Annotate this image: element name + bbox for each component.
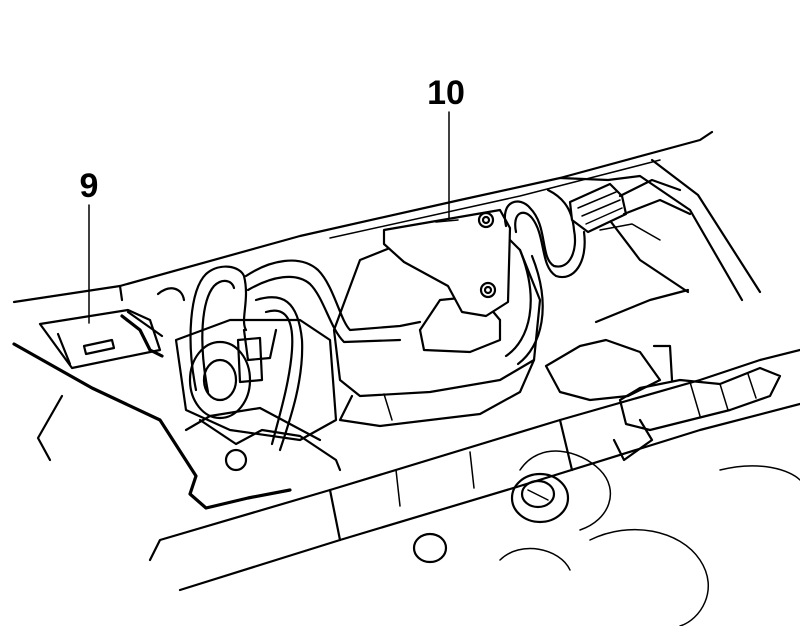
grommet-left [412,532,448,564]
grommet-right [510,472,570,524]
callout-9: 9 [80,167,99,324]
callout-9-label: 9 [80,167,99,205]
left-bracket-part-9 [38,308,164,370]
right-panel [558,158,762,324]
callout-10-label: 10 [427,74,465,112]
right-lower-components [544,338,782,462]
grommets [412,472,570,564]
lower-trim [148,348,800,592]
mounting-plate-part-10 [382,208,512,318]
blower-motor [174,318,342,472]
callout-10: 10 [427,74,465,233]
electrical-connector [568,178,692,234]
background-outlines [499,450,800,626]
wiring-harness [156,259,422,452]
lower-left-sheet [12,342,322,510]
upper-panel [12,130,714,304]
